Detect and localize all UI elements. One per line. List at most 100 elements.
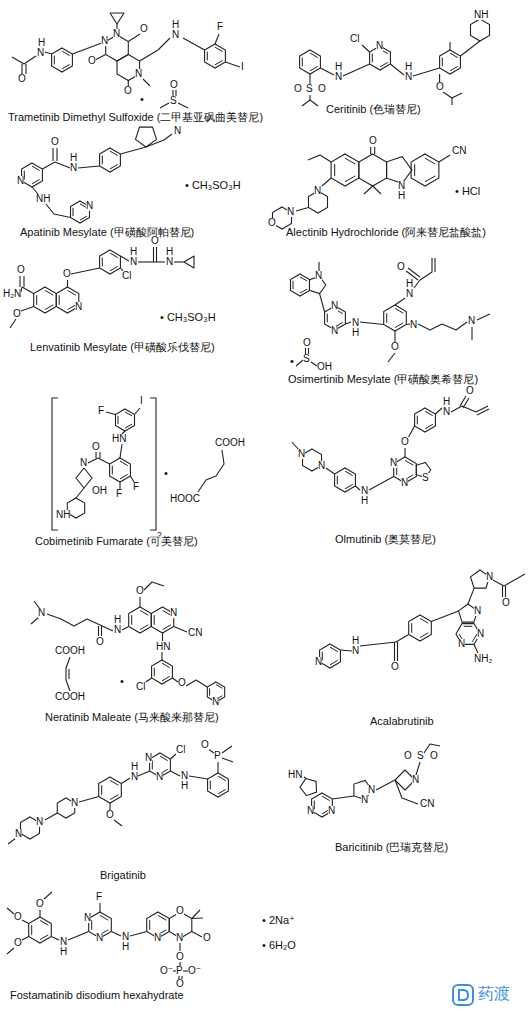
ring-outline xyxy=(22,163,43,187)
atom-label: H xyxy=(352,636,359,646)
atom-label: NH₂ xyxy=(474,654,492,664)
atom-label: O xyxy=(170,80,178,90)
double-bond xyxy=(110,780,118,785)
bond-line xyxy=(394,331,395,342)
atom-label: N xyxy=(335,72,342,82)
bond-line xyxy=(184,256,194,268)
double-bond xyxy=(31,925,32,935)
double-bond xyxy=(450,53,458,58)
bond-line xyxy=(443,92,462,98)
atom-label: F xyxy=(217,22,223,32)
atom-label: O xyxy=(369,136,377,146)
atom-label: N xyxy=(170,608,177,618)
bond-line xyxy=(68,669,69,679)
atom-label: N xyxy=(331,301,338,311)
atom-label: COOH xyxy=(215,438,245,448)
atom-label: O xyxy=(201,740,209,750)
double-bond xyxy=(327,314,328,323)
atom-label: O xyxy=(397,262,405,272)
double-bond xyxy=(411,623,412,633)
atom-label: H₂N xyxy=(3,289,21,299)
atom-label: CN xyxy=(188,628,202,638)
double-bond xyxy=(32,166,40,171)
ring-outline xyxy=(359,154,387,186)
bond-line xyxy=(355,486,360,490)
double-bond xyxy=(125,412,132,416)
bond-line xyxy=(222,746,232,753)
atom-label: OH xyxy=(317,362,332,372)
atom-label: O xyxy=(303,338,311,348)
atom-label: N xyxy=(135,69,142,79)
atom-label: H xyxy=(130,247,137,257)
bond-line xyxy=(360,642,396,646)
bond-line xyxy=(120,444,122,458)
bond-line xyxy=(326,468,335,474)
atom-label: H xyxy=(172,20,179,30)
bond-line xyxy=(308,155,331,162)
bond-line xyxy=(310,100,318,106)
double-bond xyxy=(420,633,428,638)
double-bond xyxy=(345,158,355,164)
logo-letter xyxy=(459,990,468,1000)
atom-label: N xyxy=(154,933,161,943)
bond-line xyxy=(183,38,205,50)
bond-line xyxy=(12,57,24,64)
double-bond xyxy=(162,663,170,668)
bond-line xyxy=(215,34,219,44)
bond-line xyxy=(32,187,38,194)
bond-line xyxy=(130,932,147,937)
double-bond xyxy=(110,266,118,271)
ring-outline xyxy=(116,409,135,431)
bond-line xyxy=(296,360,303,366)
double-bond xyxy=(425,411,433,416)
double-bond xyxy=(120,474,128,479)
ring-outline xyxy=(100,250,121,274)
ring-outline xyxy=(152,660,173,684)
atom-label: HOOC xyxy=(170,494,200,504)
double-bond xyxy=(414,164,415,176)
atom-label: H xyxy=(122,942,129,952)
double-bond xyxy=(102,156,103,165)
drug-caption: Ceritinib (色瑞替尼) xyxy=(326,104,421,115)
atom-label: N xyxy=(298,449,305,459)
double-bond xyxy=(131,615,132,625)
atom-label: N xyxy=(86,201,93,211)
bond-line xyxy=(52,148,53,161)
double-bond xyxy=(207,52,208,61)
bond-line xyxy=(120,256,129,261)
double-bond xyxy=(163,625,171,630)
atom-label: CN xyxy=(452,146,466,156)
ring-outline xyxy=(300,779,317,796)
bond-line xyxy=(340,650,352,651)
atom-label: S xyxy=(170,96,177,106)
atom-label: O xyxy=(391,662,399,672)
atom-label: N xyxy=(486,572,493,582)
atom-label: NH xyxy=(474,10,488,20)
bond-line xyxy=(174,627,187,633)
drug-caption: Alectinib Hydrochloride (阿来替尼盐酸盐) xyxy=(286,227,486,238)
drug-caption: Brigatinib xyxy=(100,870,146,881)
double-bond xyxy=(386,313,387,323)
bond-line xyxy=(25,64,26,74)
bond-line xyxy=(395,298,405,305)
bond-line xyxy=(143,79,150,86)
bond-line xyxy=(55,162,70,168)
atom-label: N xyxy=(390,458,397,468)
double-bond xyxy=(425,176,435,182)
atom-label: O xyxy=(176,906,184,916)
double-bond xyxy=(125,424,132,428)
bond-line xyxy=(170,771,180,776)
ring-outline xyxy=(384,305,407,331)
atom-label: S xyxy=(422,473,429,483)
double-bond xyxy=(68,290,76,295)
drug-caption: Trametinib Dimethyl Sulfoxide (二甲基亚砜曲美替尼… xyxy=(8,112,263,123)
bond-line xyxy=(449,42,450,50)
bond-line xyxy=(460,41,480,56)
ring-outline xyxy=(440,50,461,74)
bond-line xyxy=(296,208,309,212)
bond-line xyxy=(343,64,370,76)
bond-line xyxy=(360,322,384,325)
bond-line xyxy=(179,943,180,951)
double-bond xyxy=(215,60,223,65)
bond-line xyxy=(217,762,218,773)
